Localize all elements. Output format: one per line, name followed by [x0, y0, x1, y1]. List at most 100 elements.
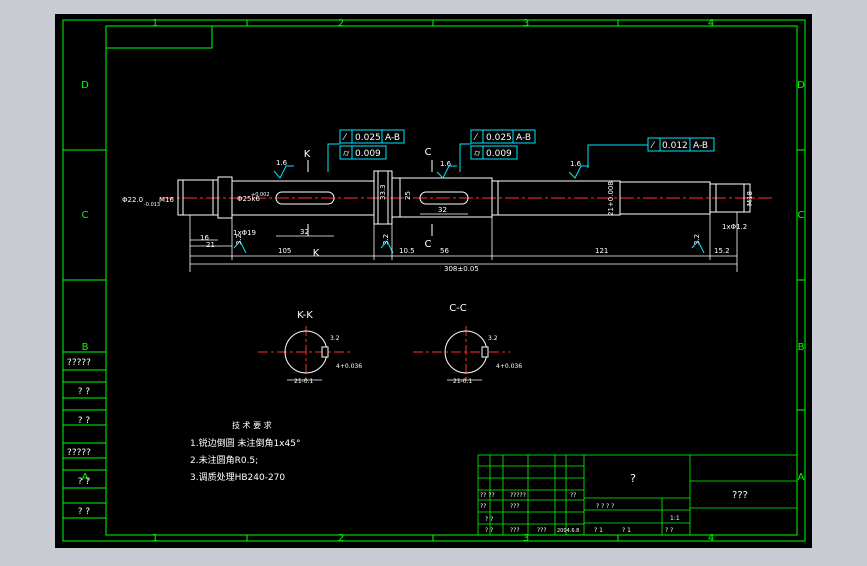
roughness-r3: 1.6 [570, 160, 582, 168]
dim-16: 16 [200, 234, 209, 242]
tb-r1c: ?? [570, 492, 576, 499]
dim-chamfer-left: 1xΦ19 [233, 229, 256, 237]
kk-title: K-K [297, 310, 313, 321]
zone-col-4-top: 4 [708, 18, 714, 29]
zone-row-c-left: C [82, 210, 89, 221]
zone-row-d-left: D [81, 80, 89, 91]
dim-k6-tol: +0.002 [251, 192, 270, 198]
left-strip [63, 351, 106, 519]
roughness-r1: 1.6 [276, 159, 288, 167]
tb-r2b: ??? [510, 503, 520, 510]
section-marks: K K C C [304, 147, 432, 259]
zone-row-b-right: B [798, 342, 805, 353]
cc-keyway [481, 346, 489, 358]
tol-value-3: 0.025 [486, 133, 512, 143]
dim-10-5: 10.5 [399, 247, 415, 255]
tb-r3b: 1:1 [670, 515, 680, 522]
tb-r4c: ??? [537, 527, 547, 534]
tol-icon-1: ⁄ [342, 133, 348, 143]
dim-121: 121 [595, 247, 608, 255]
section-kk[interactable]: K-K 21-0.1 4+0.036 3.2 [258, 310, 362, 385]
roughness-r2: 1.6 [440, 160, 452, 168]
kk-roughness: 3.2 [330, 335, 340, 342]
title-block [477, 454, 798, 536]
left-strip-cell-2: ? ? [78, 387, 91, 397]
zone-row-c-right: C [798, 210, 805, 221]
left-strip-cell-3: ? ? [78, 416, 91, 426]
title-block-text: ? ??? ?? ?? ????? ?? ?? ??? ? ? ? ? ? ? … [480, 472, 748, 534]
model-space[interactable] [55, 14, 812, 548]
cc-width: 21-0.1 [453, 378, 473, 385]
tb-r3a: ? ? [485, 516, 493, 523]
section-mark-k-top: K [304, 149, 311, 160]
zone-col-2-top: 2 [338, 18, 344, 29]
tb-r4e: ? 1 [594, 527, 603, 534]
dim-25: 25 [404, 191, 412, 200]
zone-col-3-bottom: 3 [523, 533, 529, 544]
kk-key: 4+0.036 [336, 363, 362, 370]
tol-icon-3: ⁄ [473, 133, 479, 143]
tol-ref-5: A-B [693, 141, 708, 151]
shaft-outline [177, 170, 751, 225]
tb-r4g: ? ? [665, 527, 673, 534]
drawing-name: ??? [732, 490, 748, 501]
sheet-border [62, 19, 806, 542]
tb-r1b: ????? [510, 492, 526, 499]
cc-title: C-C [449, 303, 467, 314]
dim-21-tol: 21+0.008 [607, 181, 615, 216]
tb-r2c: ? ? ? ? [596, 503, 614, 510]
zone-row-d-right: D [797, 80, 805, 91]
dim-m18: M18 [746, 191, 754, 206]
dim-chamfer-right: 1xΦ1.2 [722, 223, 747, 231]
section-cuts [307, 160, 433, 236]
shaft-main-view[interactable]: K K C C [122, 129, 775, 273]
tb-r2a: ?? [480, 503, 486, 510]
left-strip-cell-5: ? ? [78, 477, 91, 487]
tol-ref-3: A-B [516, 133, 531, 143]
section-mark-c-bottom: C [425, 239, 432, 250]
tol-ref-1: A-B [385, 133, 400, 143]
cc-roughness: 3.2 [488, 335, 498, 342]
notes-line-1: 1.锐边倒圆 未注倒角1x45° [190, 437, 300, 449]
section-cc[interactable]: C-C 21-0.1 4+0.036 3.2 [413, 303, 522, 385]
tol-value-1: 0.025 [355, 133, 381, 143]
dim-key2: 32 [438, 206, 447, 214]
left-strip-text: ????? ? ? ? ? ????? ? ? ? ? [67, 358, 91, 517]
dim-key1: 32 [300, 228, 309, 236]
tb-r4d: 2004.6.8 [557, 528, 579, 534]
zone-col-1-top: 1 [152, 18, 158, 29]
tolerance-frames: ⁄ 0.025 A-B ⌭ 0.009 ⁄ 0.025 A-B ⌭ 0.009 … [327, 129, 715, 172]
dimension-lines [189, 181, 738, 272]
notes-title: 技 术 要 求 [232, 420, 272, 430]
tol-icon-4: ⌭ [474, 149, 481, 159]
dim-k6: Φ25k6 [237, 195, 260, 203]
notes-line-3: 3.调质处理HB240-270 [190, 471, 285, 483]
dim-total: 308±0.05 [444, 265, 479, 273]
zone-row-a-left: A [82, 472, 89, 483]
zone-row-b-left: B [82, 342, 89, 353]
left-strip-cell-1: ????? [67, 358, 91, 368]
tb-r4f: ? 1 [622, 527, 631, 534]
tb-r4b: ??? [510, 527, 520, 534]
roughness-r6: 3.2 [693, 234, 701, 245]
tol-value-4: 0.009 [486, 149, 512, 159]
tb-r1a: ?? ?? [480, 492, 495, 499]
dim-phi22: Φ22.0 [122, 196, 143, 204]
kk-width: 21-0.1 [294, 378, 314, 385]
left-strip-cell-6: ? ? [78, 507, 91, 517]
title-block-big-mark: ? [630, 472, 636, 485]
roughness-r5: 3.2 [382, 234, 390, 245]
roughness-values: 1.6 1.6 1.6 3.2 3.2 3.2 [235, 159, 701, 245]
dim-phi22-tol: -0.013 [144, 202, 160, 208]
dimension-texts: Φ22.0 -0.013 M16 Φ25k6 +0.002 33.3 25 21… [122, 181, 754, 273]
kk-keyway [321, 346, 329, 358]
zone-col-4-bottom: 4 [708, 533, 714, 544]
dim-21: 21 [206, 241, 215, 249]
zone-col-3-top: 3 [523, 18, 529, 29]
technical-notes: 技 术 要 求 1.锐边倒圆 未注倒角1x45° 2.未注圆角R0.5; 3.调… [190, 420, 300, 483]
roughness-r4: 3.2 [235, 234, 243, 245]
dim-33: 33.3 [379, 184, 387, 200]
left-strip-cell-4: ????? [67, 448, 91, 458]
